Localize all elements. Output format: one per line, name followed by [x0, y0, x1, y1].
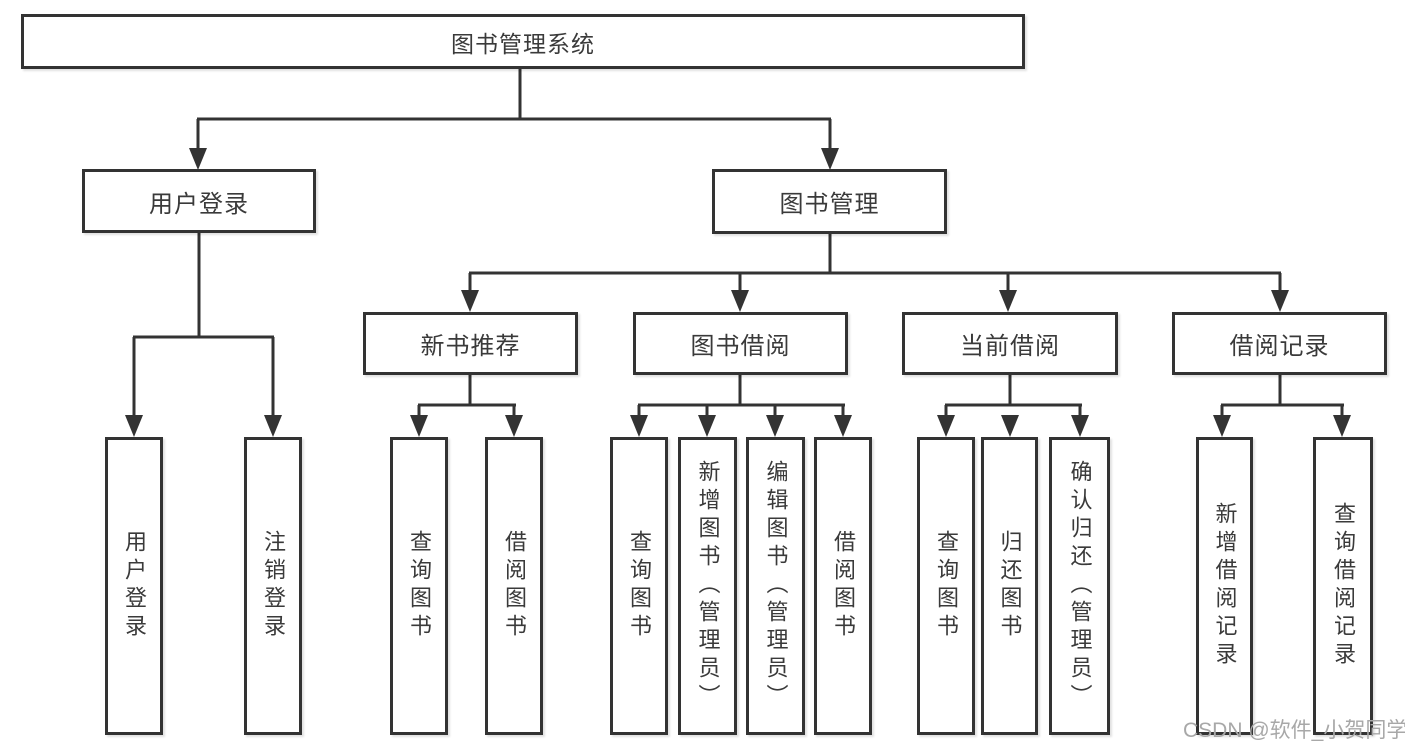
leaf-add-book-admin-label: 新增图书（管理员）: [695, 460, 721, 712]
node-borrow-records-label: 借阅记录: [1229, 333, 1330, 360]
arrow-down-icon: [505, 415, 523, 437]
leaf-borrow-books-recommend: 借阅图书: [485, 437, 543, 735]
leaf-query-books-recommend: 查询图书: [390, 437, 448, 735]
arrow-down-icon: [1071, 415, 1089, 437]
node-new-book-recommend-label: 新书推荐: [420, 333, 521, 360]
node-user-login: 用户登录: [82, 169, 316, 233]
arrowheads: [125, 148, 1351, 437]
leaf-borrow-books: 借阅图书: [814, 437, 872, 735]
node-library-system: 图书管理系统: [21, 14, 1025, 69]
arrow-down-icon: [630, 415, 648, 437]
arrow-down-icon: [1333, 415, 1351, 437]
node-current-borrow-label: 当前借阅: [960, 333, 1060, 360]
arrow-down-icon: [410, 415, 428, 437]
leaf-user-login-label: 用户登录: [122, 530, 147, 642]
arrow-down-icon: [937, 415, 955, 437]
leaf-add-borrow-record-label: 新增借阅记录: [1212, 502, 1238, 670]
leaf-query-borrow-record-label: 查询借阅记录: [1331, 502, 1356, 670]
leaf-confirm-return-admin-label: 确认归还（管理员）: [1067, 460, 1093, 712]
leaf-user-login: 用户登录: [105, 437, 163, 735]
arrow-down-icon: [1213, 415, 1231, 437]
leaf-borrow-books-recommend-label: 借阅图书: [502, 530, 527, 642]
leaf-return-books: 归还图书: [981, 437, 1038, 735]
leaf-query-books-borrow-label: 查询图书: [627, 530, 652, 642]
leaf-query-books-borrow: 查询图书: [610, 437, 668, 735]
arrow-down-icon: [698, 415, 716, 437]
leaf-query-books-current-label: 查询图书: [934, 530, 959, 642]
connector-path: [132, 69, 1344, 416]
arrow-down-icon: [264, 415, 282, 437]
arrow-down-icon: [731, 290, 749, 312]
node-user-login-label: 用户登录: [149, 190, 249, 218]
arrow-down-icon: [999, 290, 1017, 312]
node-book-management-label: 图书管理: [779, 191, 880, 218]
leaf-logout: 注销登录: [244, 437, 302, 735]
node-new-book-recommend: 新书推荐: [363, 312, 578, 375]
arrow-down-icon: [834, 415, 852, 437]
node-borrow-records: 借阅记录: [1172, 312, 1387, 375]
node-book-borrow: 图书借阅: [633, 312, 848, 375]
arrow-down-icon: [821, 148, 839, 170]
node-current-borrow: 当前借阅: [902, 312, 1118, 375]
leaf-return-books-label: 归还图书: [997, 530, 1023, 642]
watermark: CSDN @软件_小贺同学: [1183, 719, 1405, 742]
arrow-down-icon: [189, 148, 207, 170]
leaf-confirm-return-admin: 确认归还（管理员）: [1049, 437, 1110, 735]
arrow-down-icon: [766, 415, 784, 437]
node-library-system-label: 图书管理系统: [451, 30, 595, 57]
leaf-query-books-current: 查询图书: [917, 437, 975, 735]
leaf-add-borrow-record: 新增借阅记录: [1196, 437, 1253, 735]
leaf-add-book-admin: 新增图书（管理员）: [678, 437, 737, 735]
arrow-down-icon: [1271, 290, 1289, 312]
leaf-borrow-books-label: 借阅图书: [831, 530, 856, 642]
arrow-down-icon: [125, 415, 143, 437]
leaf-logout-label: 注销登录: [261, 530, 286, 642]
leaf-query-borrow-record: 查询借阅记录: [1313, 437, 1373, 735]
leaf-edit-book-admin: 编辑图书（管理员）: [746, 437, 805, 735]
node-book-borrow-label: 图书借阅: [690, 333, 791, 360]
leaf-edit-book-admin-label: 编辑图书（管理员）: [763, 460, 789, 712]
leaf-query-books-recommend-label: 查询图书: [407, 530, 432, 642]
arrow-down-icon: [461, 290, 479, 312]
node-book-management: 图书管理: [712, 169, 947, 234]
arrow-down-icon: [1001, 415, 1019, 437]
